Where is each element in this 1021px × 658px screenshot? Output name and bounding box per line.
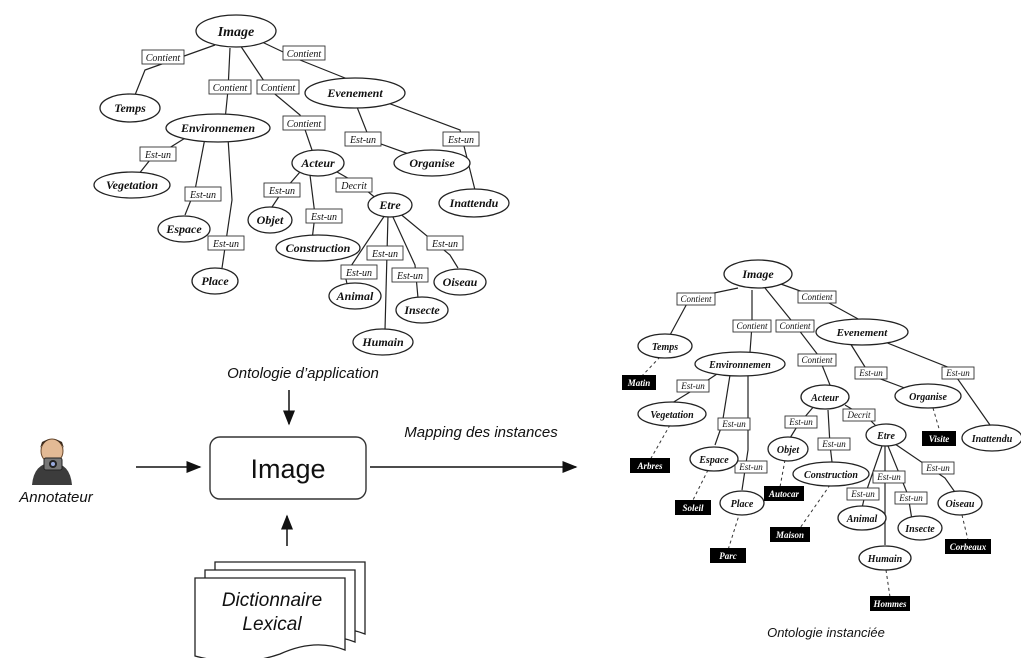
node-label: Etre [876, 431, 895, 442]
relation-label: Contient [780, 321, 811, 331]
relation-label: Contient [287, 119, 322, 130]
relation-label: Est-un [850, 489, 875, 499]
relation-label: Est-un [396, 271, 423, 282]
relation-label: Contient [802, 355, 833, 365]
inst-nodes: Image Temps Environnemen Evenement Acteu… [637, 259, 1021, 571]
node-label: Environnemen [708, 360, 771, 371]
node-label: Temps [652, 342, 678, 353]
node-label: Espace [165, 222, 202, 236]
instance-tag: Autocar [768, 489, 800, 499]
instance-tag: Soleil [682, 503, 704, 513]
relation-label: Est-un [821, 439, 846, 449]
relation-label: Est-un [945, 368, 970, 378]
relation-label: Est-un [738, 462, 763, 472]
dictionary-document-icon [194, 561, 366, 658]
instantiated-ontology: Contient Contient Contient Contient Cont… [622, 259, 1021, 640]
instance-tag: Parc [719, 551, 737, 561]
node-label: Organise [409, 156, 455, 170]
node-label: Environnemen [180, 121, 255, 135]
annotator-label: Annotateur [18, 489, 93, 506]
relation-label: Est-un [447, 135, 474, 146]
application-ontology: Contient Contient Contient Contient Cont… [93, 14, 510, 382]
mapping-label: Mapping des instances [404, 424, 558, 441]
node-label: Vegetation [106, 178, 158, 192]
instance-tag: Matin [627, 378, 651, 388]
relation-label: Contient [681, 294, 712, 304]
node-label: Oiseau [443, 275, 478, 289]
inst-relations: Contient Contient Contient Contient Cont… [676, 290, 975, 505]
caption-instantiated-ontology: Ontologie instanciée [767, 625, 885, 640]
node-label: Inattendu [449, 196, 499, 210]
node-label: Objet [777, 445, 800, 456]
node-label: Objet [257, 213, 284, 227]
relation-label: Contient [213, 83, 248, 94]
node-label: Inattendu [971, 434, 1013, 445]
relation-label: Contient [261, 83, 296, 94]
relation-label: Est-un [349, 135, 376, 146]
relation-label: Contient [802, 292, 833, 302]
relation-label: Est-un [371, 249, 398, 260]
node-label: Acteur [300, 156, 335, 170]
relation-label: Est-un [212, 239, 239, 250]
dictionary-label-line1: Dictionnaire [222, 590, 322, 611]
relation-label: Decrit [340, 181, 367, 192]
relation-label: Est-un [680, 381, 705, 391]
node-label: Construction [286, 241, 351, 255]
node-label: Construction [804, 470, 858, 481]
node-label: Insecte [904, 524, 935, 535]
node-label: Image [741, 267, 774, 281]
node-label: Vegetation [650, 410, 694, 421]
node-label: Organise [909, 392, 947, 403]
node-label: Temps [114, 101, 146, 115]
caption-application-ontology: Ontologie d’application [227, 365, 379, 382]
node-label: Humain [361, 335, 404, 349]
instance-tag: Maison [775, 530, 804, 540]
instance-tag: Hommes [873, 599, 907, 609]
relation-label: Est-un [310, 212, 337, 223]
relation-label: Est-un [345, 268, 372, 279]
node-label: Animal [336, 289, 374, 303]
inst-instance-links [639, 356, 969, 598]
app-edges [134, 41, 476, 331]
relation-label: Est-un [721, 419, 746, 429]
instance-tag: Arbres [636, 461, 663, 471]
node-label: Evenement [836, 327, 889, 339]
node-label: Acteur [810, 393, 839, 404]
relation-label: Est-un [144, 150, 171, 161]
image-process-box [209, 436, 367, 500]
instance-tag: Corbeaux [950, 542, 987, 552]
app-nodes: Image Temps Environnemen Evenement Acteu… [93, 14, 510, 356]
relation-label: Est-un [898, 493, 923, 503]
inst-instance-tags: Matin Arbres Soleil Parc Autocar Maison … [622, 375, 991, 611]
annotator-icon [32, 438, 72, 485]
relation-label: Est-un [788, 417, 813, 427]
node-label: Animal [846, 514, 878, 525]
center-flow: Image Mapping des instances Annotateur D… [18, 390, 578, 658]
image-process-label: Image [250, 454, 325, 484]
relation-label: Est-un [268, 186, 295, 197]
relation-label: Contient [146, 53, 181, 64]
node-label: Etre [378, 198, 401, 212]
instance-tag: Visite [929, 434, 950, 444]
relation-label: Contient [287, 49, 322, 60]
relation-label: Est-un [431, 239, 458, 250]
relation-label: Est-un [925, 463, 950, 473]
relation-label: Contient [737, 321, 768, 331]
node-label: Insecte [403, 303, 440, 317]
relation-label: Decrit [847, 410, 871, 420]
node-label: Image [217, 25, 255, 40]
node-label: Place [201, 274, 229, 288]
dictionary-label-line2: Lexical [242, 614, 302, 635]
node-label: Evenement [326, 86, 383, 100]
node-label: Oiseau [946, 499, 975, 510]
node-label: Humain [867, 554, 903, 565]
app-relations: Contient Contient Contient Contient Cont… [139, 45, 480, 283]
node-label: Place [731, 499, 754, 510]
relation-label: Est-un [876, 472, 901, 482]
relation-label: Est-un [189, 190, 216, 201]
node-label: Espace [698, 455, 729, 466]
relation-label: Est-un [858, 368, 883, 378]
